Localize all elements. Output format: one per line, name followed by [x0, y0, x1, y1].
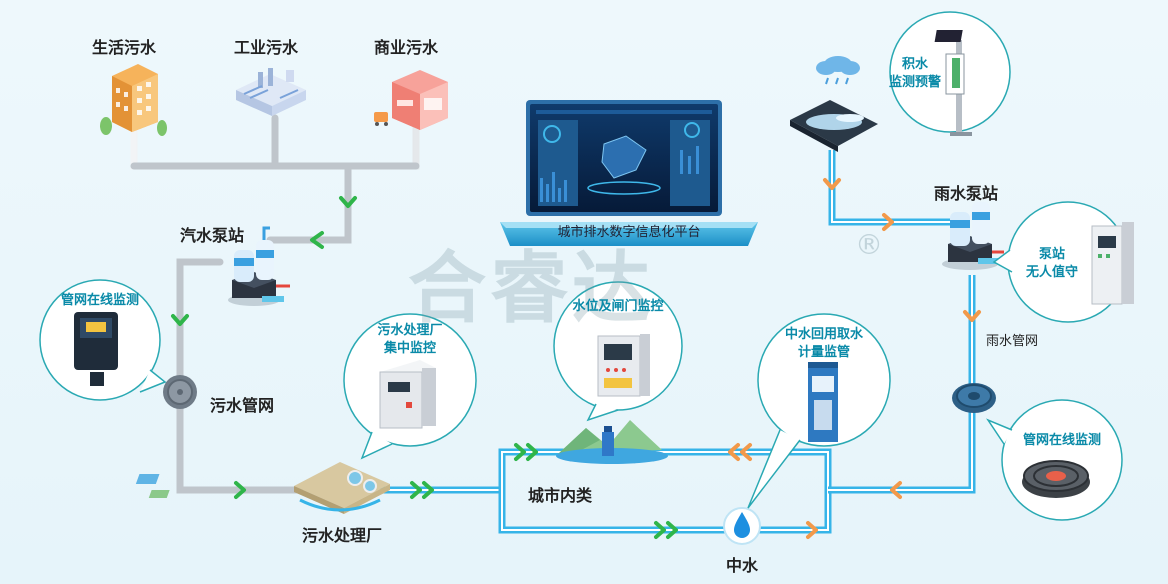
river-gate-scene-icon [556, 420, 668, 464]
bubble-title-gate-monitor: 水位及闸门监控 [572, 299, 664, 314]
commercial-shop-icon [374, 70, 448, 130]
industrial-factory-icon [236, 68, 306, 116]
digital-platform-screen [500, 100, 758, 246]
water-drop-icon [723, 507, 761, 545]
bubble-title-flood-warning-2: 监测预警 [888, 75, 941, 90]
bubble-title-pipe-monitor-left: 管网在线监测 [60, 293, 139, 308]
bubble-title-pipe-monitor-right: 管网在线监测 [1022, 433, 1101, 448]
smart-manhole-cover-icon [1022, 460, 1090, 498]
bubble-title-reuse-meter-1: 中水回用取水 [784, 327, 863, 342]
flow-arrows-orange [728, 178, 981, 539]
label-rain-network: 雨水管网 [986, 334, 1039, 349]
flood-sensor-pole-icon [934, 30, 972, 136]
bubble-pipe-monitor-right [1001, 399, 1123, 521]
sewage-pump-station-icon [228, 226, 290, 306]
label-sewage-network: 污水管网 [210, 396, 275, 415]
registered-mark: ® [855, 228, 883, 261]
waterlogging-road-icon [790, 56, 878, 152]
brand-watermark: 合睿达 [408, 244, 655, 334]
label-sewage-pump-station: 汽水泵站 [180, 226, 245, 245]
unmanned-control-cabinet-icon [1091, 222, 1134, 305]
residential-building-icon [100, 64, 167, 136]
water-pipes [380, 150, 976, 534]
bubble-title-unmanned-1: 泵站 [1038, 247, 1065, 262]
bubble-title-reuse-meter-2: 计量监管 [797, 345, 850, 360]
label-urban-river: 城市内类 [528, 486, 593, 505]
flow-arrows-green [171, 196, 678, 539]
label-industrial-sewage: 工业污水 [234, 38, 299, 57]
label-rain-pump-station: 雨水泵站 [934, 184, 999, 203]
label-commercial-sewage: 商业污水 [374, 38, 439, 57]
water-meter-kiosk-icon [808, 362, 838, 442]
rain-pump-station-icon [942, 202, 1004, 270]
gate-control-cabinet-icon [597, 334, 650, 397]
bubble-title-flood-warning-1: 积水 [901, 57, 928, 72]
bubble-title-plant-monitor-1: 污水处理厂 [377, 323, 443, 338]
label-domestic-sewage: 生活污水 [92, 38, 157, 57]
plant-control-cabinet-icon [379, 360, 436, 429]
sewage-manhole-icon [163, 375, 197, 409]
bubble-title-plant-monitor-2: 集中监控 [383, 341, 436, 356]
rain-manhole-icon [952, 383, 996, 413]
label-reclaimed-water: 中水 [726, 556, 759, 575]
bubble-title-unmanned-2: 无人值守 [1025, 265, 1078, 280]
label-treatment-plant: 污水处理厂 [302, 526, 383, 545]
treatment-plant-icon [135, 462, 390, 514]
platform-label: 城市排水数字信息化平台 [557, 225, 701, 240]
pipe-monitor-device-left-icon [74, 312, 118, 386]
